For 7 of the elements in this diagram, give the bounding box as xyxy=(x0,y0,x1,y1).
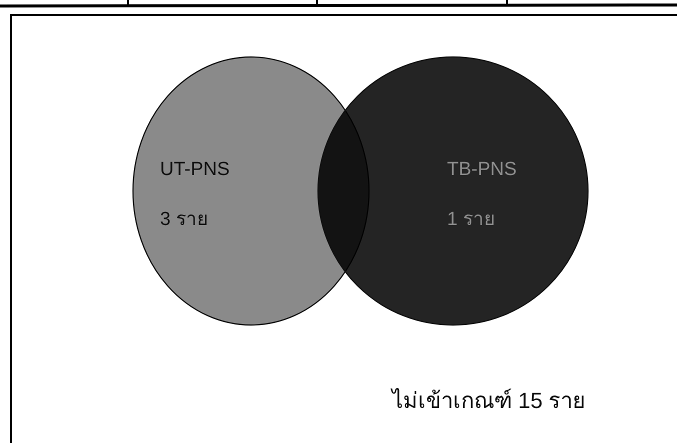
set-label: TB-PNS xyxy=(447,158,517,182)
count-label: 3 ราย xyxy=(160,208,208,232)
venn-circle xyxy=(317,56,589,326)
set-label: UT-PNS xyxy=(160,158,230,182)
count-label: 1 ราย xyxy=(447,208,495,232)
frame-box xyxy=(10,14,677,443)
outside-count-text: ไม่เข้าเกณฑ์ 15 ราย xyxy=(392,387,586,415)
